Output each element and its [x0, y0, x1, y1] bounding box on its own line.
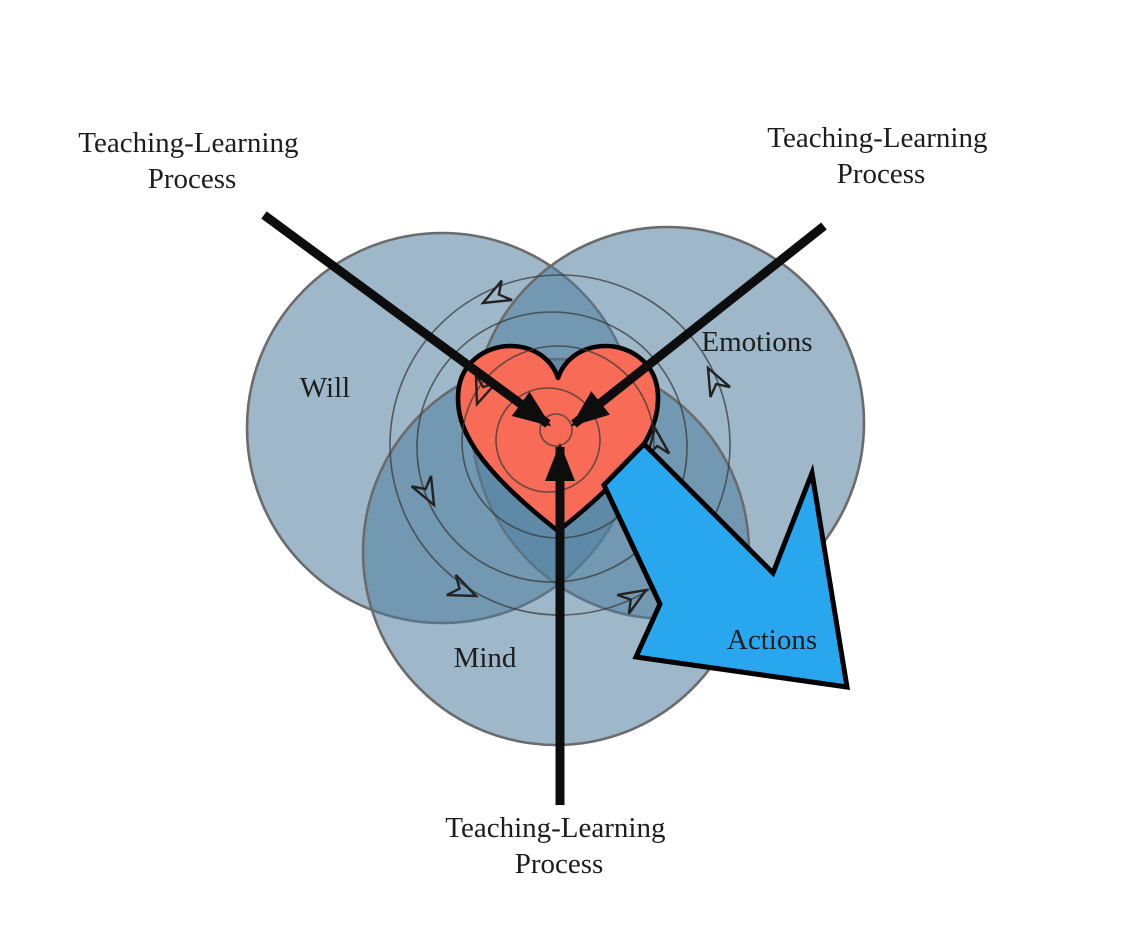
teaching-learning-arrow-top-right	[570, 222, 827, 428]
cycle-circle-4	[416, 311, 688, 583]
cycle-circle-2	[495, 387, 601, 493]
mind-label: Mind	[454, 642, 517, 674]
cycle-arrowhead-bottom-right	[616, 588, 649, 615]
teaching-learning-label-top-left: Teaching-Learning Process	[78, 127, 305, 195]
actions-label: Actions	[727, 624, 817, 656]
cycle-arrowhead-upper-right	[706, 365, 731, 398]
teaching-learning-label-bottom: Teaching-Learning Process	[445, 812, 672, 880]
labels: Teaching-Learning Process Teaching-Learn…	[78, 122, 994, 880]
cycle-arrowhead-bottom-left	[446, 574, 479, 598]
cycle-arrowhead-lower-left	[410, 475, 436, 508]
cycle-arrowhead-heart-left	[474, 374, 498, 407]
cycle-arrowhead-top	[480, 279, 513, 305]
teaching-learning-arrow-top-left	[261, 211, 552, 428]
emotions-label: Emotions	[701, 326, 812, 358]
actions-arrow	[600, 440, 851, 690]
teaching-learning-label-top-right: Teaching-Learning Process	[767, 122, 994, 190]
teaching-learning-arrows	[261, 211, 827, 805]
will-label: Will	[300, 372, 350, 404]
